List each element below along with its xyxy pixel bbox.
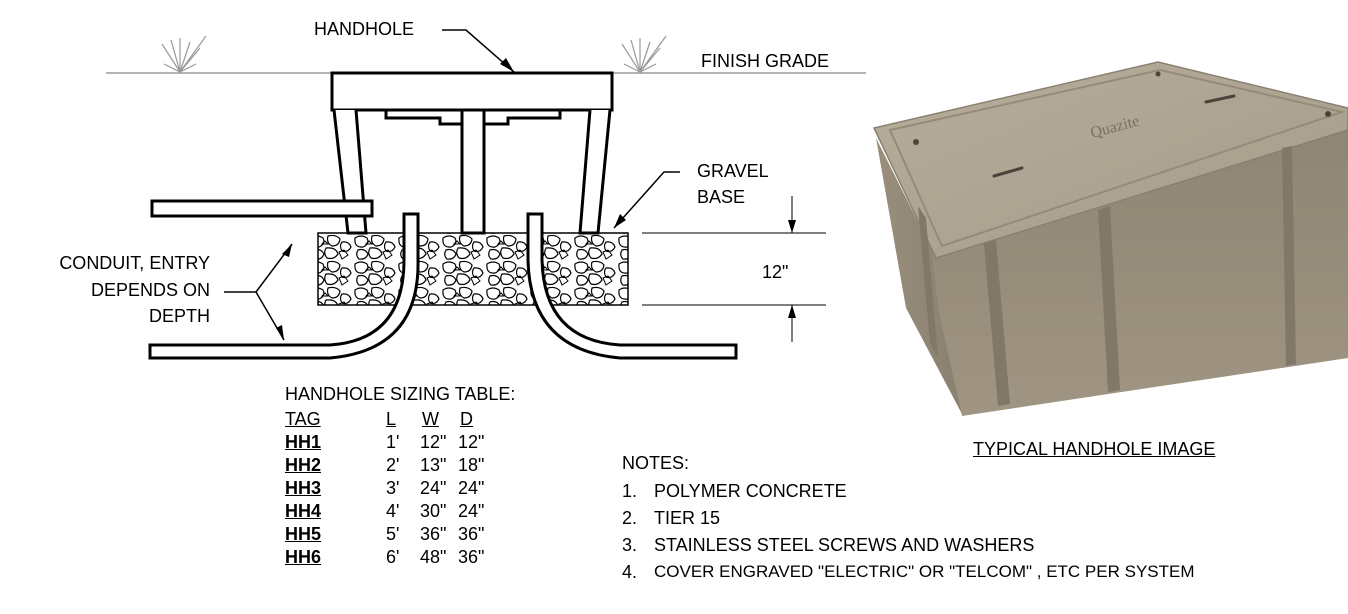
note-number: 3.	[622, 535, 638, 555]
table-header-tag: TAG	[285, 409, 321, 429]
gravel-base	[317, 232, 629, 306]
row-l: 3'	[386, 478, 400, 498]
row-tag: HH3	[285, 478, 322, 498]
notes-title: NOTES:	[622, 453, 690, 473]
note-number: 4.	[622, 562, 638, 582]
row-d: 24"	[458, 501, 485, 521]
note-number: 2.	[622, 508, 638, 528]
row-tag: HH2	[285, 455, 322, 475]
row-w: 36"	[420, 524, 447, 544]
row-w: 13"	[420, 455, 447, 475]
handhole-label: HANDHOLE	[314, 19, 415, 39]
row-l: 4'	[386, 501, 400, 521]
note-text: COVER ENGRAVED "ELECTRIC" OR "TELCOM" , …	[654, 562, 1195, 581]
handhole-lid	[330, 71, 614, 112]
row-tag: HH6	[285, 547, 322, 567]
row-l: 1'	[386, 432, 400, 452]
gravel-base-label-line2: BASE	[697, 187, 746, 207]
table-header-d: D	[460, 409, 473, 429]
note-number: 1.	[622, 481, 638, 501]
row-w: 24"	[420, 478, 447, 498]
note-text: POLYMER CONCRETE	[654, 481, 847, 501]
row-l: 6'	[386, 547, 400, 567]
conduit-leader	[224, 243, 293, 293]
conduit-lower-right	[526, 212, 738, 360]
grass-tuft-icon	[161, 35, 207, 73]
handhole-leader	[442, 29, 515, 73]
table-header-l: L	[386, 409, 397, 429]
conduit-label-line2: DEPENDS ON	[90, 280, 210, 300]
handhole-photo: Quazite	[872, 61, 1348, 416]
row-d: 18"	[458, 455, 485, 475]
handhole-wall-right	[578, 109, 612, 235]
conduit-label-line3: DEPTH	[148, 306, 210, 326]
note-text: STAINLESS STEEL SCREWS AND WASHERS	[654, 535, 1035, 555]
note-text: TIER 15	[654, 508, 721, 528]
gravel-base-label-line1: GRAVEL	[697, 161, 769, 181]
row-w: 12"	[420, 432, 447, 452]
row-tag: HH1	[285, 432, 322, 452]
handhole-center-rib	[384, 110, 562, 235]
grass-tuft-icon	[621, 35, 667, 73]
image-caption: TYPICAL HANDHOLE IMAGE	[973, 439, 1216, 459]
row-tag: HH5	[285, 524, 322, 544]
row-d: 36"	[458, 547, 485, 567]
depth-dimension-label: 12"	[762, 262, 789, 282]
row-tag: HH4	[285, 501, 322, 521]
row-d: 36"	[458, 524, 485, 544]
sizing-table-title: HANDHOLE SIZING TABLE:	[285, 384, 516, 404]
finish-grade-label: FINISH GRADE	[701, 51, 830, 71]
gravel-leader	[613, 171, 680, 229]
conduit-upper	[150, 199, 374, 218]
conduit-label-line1: CONDUIT, ENTRY	[59, 253, 210, 273]
conduit-lower-left	[148, 212, 420, 360]
row-l: 2'	[386, 455, 400, 475]
row-d: 12"	[458, 432, 485, 452]
table-header-w: W	[422, 409, 439, 429]
row-d: 24"	[458, 478, 485, 498]
row-w: 30"	[420, 501, 447, 521]
row-w: 48"	[420, 547, 447, 567]
row-l: 5'	[386, 524, 400, 544]
